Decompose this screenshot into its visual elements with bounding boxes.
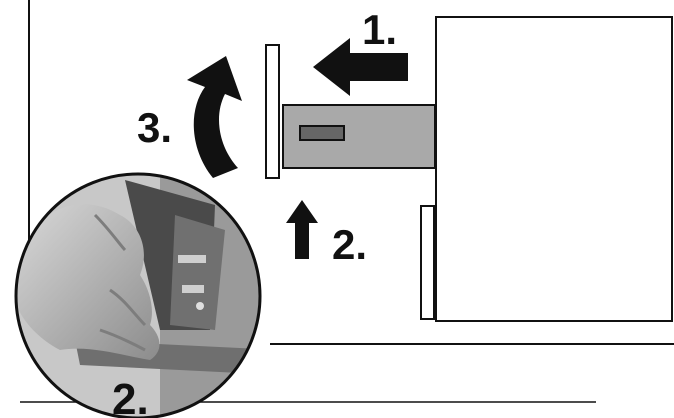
lift-up-arrow-icon [286, 200, 318, 259]
inset-photo [0, 170, 300, 418]
step-3-label: 3. [137, 104, 172, 151]
cabinet-box [436, 17, 672, 321]
rotate-curved-arrow-icon [187, 56, 242, 178]
slide-slot [300, 126, 344, 140]
step-1-label: 1. [362, 6, 397, 53]
step-2-label: 2. [332, 221, 367, 268]
cabinet-lower-plate [421, 206, 434, 319]
inset-step-label: 2. [112, 375, 149, 418]
drawer-front-panel [266, 45, 279, 178]
